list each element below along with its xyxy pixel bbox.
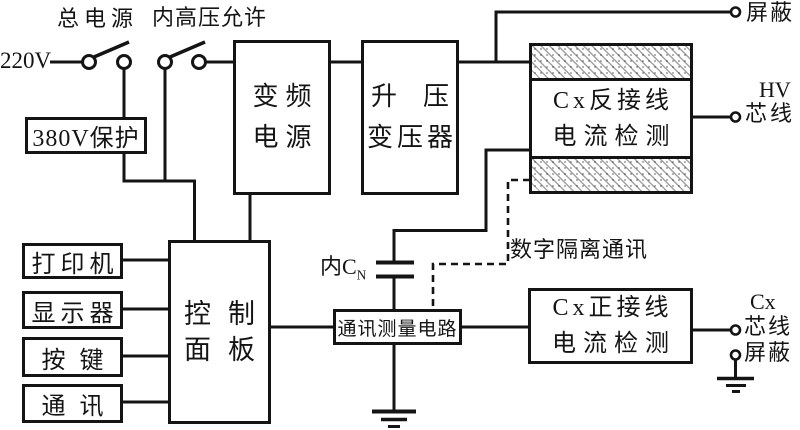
box-comm: 通讯 [22, 384, 123, 423]
cx-reverse-detector-body: Cx反接线 电流检测 [532, 78, 690, 159]
keys-label: 按键 [41, 347, 118, 374]
label-digital-isolation: 数字隔离通讯 [510, 237, 649, 262]
transformer-label-line2: 变压器 [367, 122, 458, 152]
box-keys: 按键 [22, 337, 123, 377]
hv-permit-switch-contact-right [191, 54, 207, 70]
box-display: 显示器 [22, 291, 123, 329]
label-main-power-switch: 总电源 [57, 6, 139, 31]
printer-label: 打印机 [31, 251, 119, 278]
cx-reverse-label-line1: Cx反接线 [552, 87, 673, 114]
box-cx-reverse-detector: Cx反接线 电流检测 [529, 43, 693, 194]
main-power-switch-contact-right [116, 54, 132, 70]
box-control-panel: 控制 面板 [168, 240, 271, 424]
cx-forward-label-line1: Cx正接线 [552, 295, 673, 321]
box-380v-protection: 380V保护 [25, 117, 147, 154]
terminal-cx-shield [729, 349, 742, 361]
box-printer: 打印机 [22, 243, 123, 279]
terminal-hv-core [729, 111, 742, 123]
label-hv-permit-switch: 内高压允许 [152, 5, 268, 30]
wire-cx-reverse-to-capacitor [392, 148, 530, 262]
terminal-cx-core [729, 324, 742, 336]
label-internal-cn-sub: N [356, 267, 367, 283]
box-380v-protection-label: 380V保护 [32, 126, 140, 152]
main-power-switch-blade [93, 40, 130, 59]
main-power-switch-contact-left [81, 54, 97, 70]
hv-permit-switch-contact-left [157, 54, 173, 70]
dashed-digital-isolation-link [431, 178, 530, 311]
label-cx-shield: 屏蔽 [744, 340, 793, 365]
display-label: 显示器 [31, 300, 119, 327]
label-hv: HV [759, 77, 791, 102]
label-hv-core: 芯线 [745, 101, 796, 126]
terminal-shield-top [729, 6, 742, 18]
transformer-label-line1: 升压 [371, 82, 476, 112]
label-shield-top: 屏蔽 [746, 0, 795, 25]
box-step-up-transformer: 升压 变压器 [361, 40, 459, 195]
shield-hatch-top [532, 46, 690, 78]
hv-permit-switch-blade [169, 40, 206, 59]
cx-reverse-label-line2: 电流检测 [552, 123, 677, 150]
label-input-voltage: 220V [0, 48, 52, 73]
label-internal-cn-prefix: 内C [320, 254, 357, 279]
box-cx-forward-detector: Cx正接线 电流检测 [528, 288, 693, 364]
cx-forward-label-line2: 电流检测 [552, 331, 676, 357]
comm-label: 通讯 [41, 394, 118, 420]
label-cx: Cx [750, 289, 776, 314]
vfd-label-line2: 电源 [252, 122, 319, 152]
control-panel-label-line1: 控制 [184, 298, 272, 329]
measure-circuit-label: 通讯测量电路 [337, 318, 458, 340]
box-measure-circuit: 通讯测量电路 [333, 309, 462, 345]
control-panel-label-line2: 面板 [184, 335, 272, 365]
label-cx-core: 芯线 [744, 314, 793, 339]
vfd-label-line1: 变频 [252, 82, 319, 112]
box-variable-frequency-power: 变频 电源 [233, 40, 331, 195]
shield-hatch-bottom [532, 159, 690, 191]
label-internal-cn: 内CN [320, 255, 366, 282]
